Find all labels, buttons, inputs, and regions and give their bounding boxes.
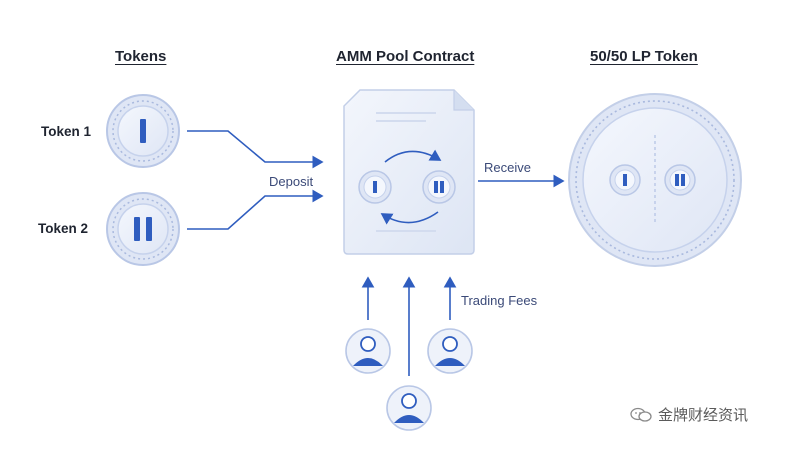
deposit-arrows	[187, 130, 324, 230]
trading-fees-label: Trading Fees	[461, 293, 538, 308]
pool-contract-header: AMM Pool Contract	[336, 48, 475, 65]
lp-token-coin-icon	[568, 93, 742, 267]
deposit-label: Deposit	[269, 174, 314, 189]
token1-coin-icon	[106, 94, 180, 168]
watermark-text: 金牌财经资讯	[658, 406, 749, 424]
user-avatar-icon	[386, 385, 432, 431]
token1-label: Token 1	[41, 124, 92, 139]
user-avatar-icon	[427, 328, 473, 374]
watermark: 金牌财经资讯	[630, 404, 748, 425]
user-avatar-icon	[345, 328, 391, 374]
tokens-header: Tokens	[115, 48, 167, 65]
pool-contract-document-icon	[343, 89, 475, 255]
trading-fee-arrows	[361, 276, 457, 376]
lp-token-header: 50/50 LP Token	[590, 48, 698, 65]
token2-label: Token 2	[38, 221, 89, 236]
receive-label: Receive	[484, 160, 531, 175]
token2-coin-icon	[106, 192, 180, 266]
chat-bubbles-icon	[630, 407, 652, 422]
